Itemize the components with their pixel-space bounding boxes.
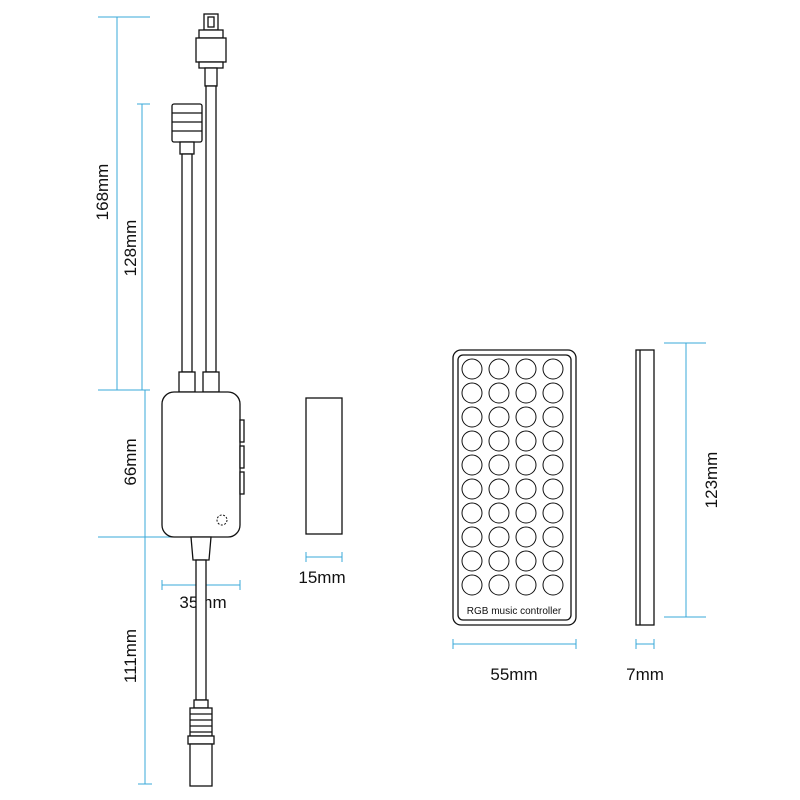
remote-button	[461, 382, 483, 404]
label-15mm: 15mm	[298, 568, 345, 587]
remote-button	[542, 574, 564, 596]
label-66mm: 66mm	[121, 438, 140, 485]
remote-button	[515, 574, 537, 596]
dim-15mm	[305, 552, 343, 562]
remote-button	[542, 526, 564, 548]
remote-button	[488, 502, 510, 524]
remote-button	[488, 430, 510, 452]
remote-button	[515, 358, 537, 380]
label-55mm: 55mm	[490, 665, 537, 684]
remote-button	[515, 406, 537, 428]
dim-128mm	[137, 103, 150, 390]
remote-side-view	[635, 349, 655, 626]
remote-button	[542, 454, 564, 476]
left-female-connector	[171, 103, 203, 155]
remote-button	[488, 382, 510, 404]
dim-55mm	[452, 639, 577, 649]
dim-7mm	[635, 639, 655, 649]
remote-label: RGB music controller	[467, 606, 562, 617]
remote-button	[542, 550, 564, 572]
bottom-dc-connector	[187, 699, 215, 787]
dim-168mm	[98, 16, 150, 391]
remote-button	[461, 550, 483, 572]
remote-button	[461, 526, 483, 548]
remote-button	[461, 358, 483, 380]
dim-111mm	[138, 537, 152, 785]
remote-button	[515, 430, 537, 452]
remote-button	[542, 406, 564, 428]
remote-button	[515, 550, 537, 572]
remote-button	[461, 502, 483, 524]
remote-button	[461, 406, 483, 428]
remote-button	[488, 550, 510, 572]
remote-button	[542, 382, 564, 404]
remote-button	[488, 574, 510, 596]
remote-control: RGB music controller	[452, 349, 577, 626]
remote-button	[515, 502, 537, 524]
top-male-connector	[195, 13, 227, 87]
remote-button	[488, 526, 510, 548]
remote-button	[542, 430, 564, 452]
lower-cable	[190, 536, 212, 701]
label-111mm: 111mm	[121, 629, 140, 683]
remote-button	[488, 454, 510, 476]
remote-button-grid	[461, 358, 564, 596]
remote-button	[542, 478, 564, 500]
label-168mm: 168mm	[93, 164, 112, 221]
remote-button	[461, 574, 483, 596]
remote-button	[461, 454, 483, 476]
remote-button	[515, 526, 537, 548]
remote-button	[488, 478, 510, 500]
remote-button	[461, 430, 483, 452]
dim-123mm	[664, 342, 706, 618]
controller-body	[161, 391, 245, 538]
label-7mm: 7mm	[626, 665, 664, 684]
controller-side-view	[305, 397, 343, 535]
microphone-icon	[216, 514, 228, 526]
remote-button	[515, 454, 537, 476]
remote-button	[542, 502, 564, 524]
remote-button	[461, 478, 483, 500]
remote-button	[515, 478, 537, 500]
label-123mm: 123mm	[702, 452, 721, 509]
remote-button	[515, 382, 537, 404]
label-128mm: 128mm	[121, 220, 140, 277]
remote-button	[488, 358, 510, 380]
remote-button	[488, 406, 510, 428]
remote-button	[542, 358, 564, 380]
